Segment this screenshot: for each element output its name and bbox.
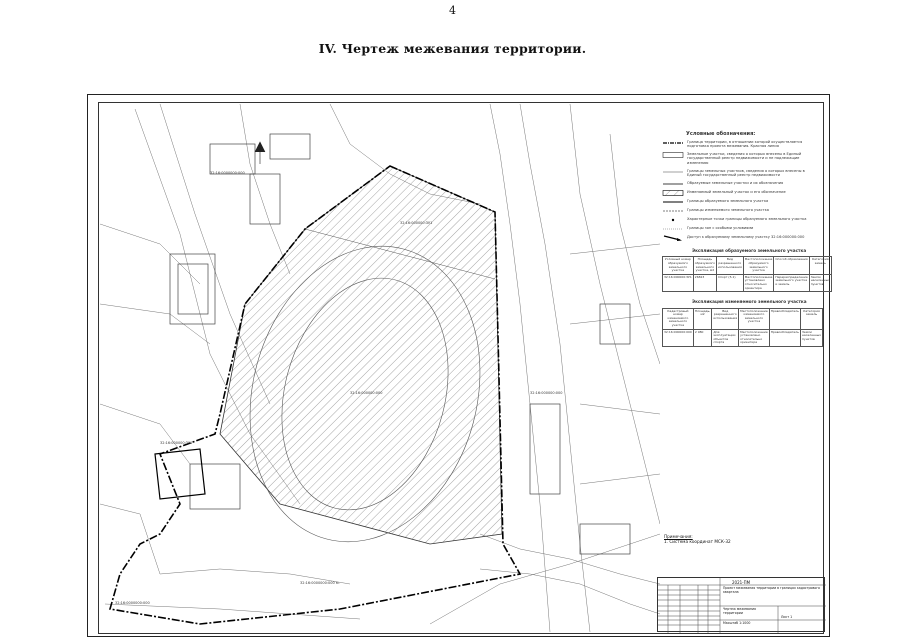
point-symbol-icon <box>662 217 684 223</box>
table-cell: Земли населенных пунктов <box>808 273 832 293</box>
boundary-line-symbol-icon <box>662 199 684 205</box>
territory-boundary <box>108 165 522 625</box>
table-cell: Для эксплуатации объектов спорта <box>711 328 740 348</box>
table-cell: Местоположение установлено относительно … <box>738 328 770 348</box>
table-header: Категория земель <box>808 256 832 275</box>
changed-parcel-symbol-icon <box>662 189 684 196</box>
table-row: 32:16:000000:000 2 980 Для эксплуатации … <box>662 328 824 348</box>
table-cell: Правообладатель <box>768 328 801 348</box>
svg-text:32:16:000000:ЗУ1: 32:16:000000:ЗУ1 <box>400 221 432 225</box>
table-header: Условный номер образуемого земельного уч… <box>662 256 694 275</box>
legend-panel: Условные обозначения: Граница территории… <box>662 130 832 560</box>
formed-parcel-table: Условный номер образуемого земельного уч… <box>662 256 832 293</box>
legend-title: Условные обозначения: <box>686 131 756 137</box>
table-cell: 32:16:000000:ЗУ1 <box>662 273 694 293</box>
sheet-number: Лист 1 <box>781 615 793 619</box>
stadium-track-outer <box>249 245 481 543</box>
zone-symbol-icon <box>662 226 684 232</box>
legend-item: Границы зон с особыми условиями <box>662 226 820 232</box>
table-header: Правообладатель <box>768 307 801 330</box>
map-labels: 32:16:000000:ЗУ1 32:16:000000:000 32:16:… <box>115 171 563 605</box>
table-header: Местоположение изменяемого земельного уч… <box>738 307 770 330</box>
sheet-name: Чертеж межевания территории <box>723 607 756 615</box>
legend-item-text: Изменяемый земельный участок и его обозн… <box>687 189 786 194</box>
legend-item: Доступ к образуемому земельному участку … <box>662 235 820 241</box>
legend-item-text: Образуемые земельные участки и их обозна… <box>687 180 784 185</box>
legend-item-text: Границы образуемого земельного участка <box>687 198 769 203</box>
legend-item-text: Характерные точки границы образуемого зе… <box>687 216 807 221</box>
svg-text:32:16:0000000:000: 32:16:0000000:000 <box>115 601 150 605</box>
legend-item-text: Земельные участки, сведения о которых вн… <box>687 151 802 165</box>
legend-item-text: Границы изменяемого земельного участка <box>687 207 769 212</box>
table-cell: 26823 <box>692 273 717 293</box>
table-header: Вид разрешенного использования <box>715 256 744 275</box>
table-cell: Местоположение установлено относительно … <box>742 273 775 293</box>
table-cell: Земли населенных пунктов <box>799 328 824 348</box>
legend-item: Изменяемый земельный участок и его обозн… <box>662 190 820 196</box>
legend-item: Образуемые земельные участки и их обозна… <box>662 181 820 187</box>
svg-text:32:16:000000:000: 32:16:000000:000 <box>350 391 383 395</box>
stadium-track-inner <box>281 277 449 511</box>
title-block: 2021-ПМ Проект межевания территории в гр… <box>657 577 826 633</box>
north-arrow-icon <box>254 141 266 164</box>
table-cell: 2 980 <box>692 328 713 348</box>
table-header: Кадастровый номер изменяемого земельного… <box>662 307 694 330</box>
legend-item-text: Доступ к образуемому земельному участку … <box>687 234 805 239</box>
legend-item: Границы образуемого земельного участка <box>662 199 820 205</box>
notes: Примечания: 1. Система координат МСК-32 <box>664 534 731 544</box>
parcel-label-symbol-icon <box>662 152 684 158</box>
legend-item: Граница территории, в отношении которой … <box>662 140 820 149</box>
scale-text: Масштаб 1:1000 <box>723 621 751 625</box>
table-cell: 32:16:000000:000 <box>662 328 694 348</box>
legend-item: Границы изменяемого земельного участка <box>662 208 820 214</box>
legend-item-text: Граница территории, в отношении которой … <box>687 139 803 149</box>
parcel-boundary-symbol-icon <box>662 169 684 175</box>
dashed-boundary-symbol-icon <box>662 208 684 214</box>
legend-item-text: Границы земельных участков, сведения о к… <box>687 168 805 178</box>
svg-text:32:16:000000:000: 32:16:000000:000 <box>530 391 563 395</box>
arrow-symbol-icon <box>662 235 684 241</box>
notes-label: Примечания: <box>664 534 693 539</box>
svg-text:32:16:0000000:000 м.: 32:16:0000000:000 м. <box>300 581 340 585</box>
page-title: IV. Чертеж межевания территории. <box>318 41 587 56</box>
table-header: Местоположение образуемого земельного уч… <box>742 256 775 275</box>
table-cell: Перераспределение земельного участка и з… <box>773 273 810 293</box>
table-header: Категория земель <box>799 307 824 330</box>
formed-table-title: Экспликация образуемого земельного участ… <box>692 247 807 253</box>
table-header: Площадь образуемого земельного участка, … <box>692 256 717 275</box>
legend-item: Границы земельных участков, сведения о к… <box>662 169 820 178</box>
changed-parcel-table: Кадастровый номер изменяемого земельного… <box>662 307 824 348</box>
changed-parcel <box>154 448 206 500</box>
notes-text: 1. Система координат МСК-32 <box>664 539 731 544</box>
table-header: Способ образования <box>773 256 810 275</box>
map-background-lines <box>100 104 660 632</box>
svg-text:32:16:0000000:000: 32:16:0000000:000 <box>210 171 245 175</box>
survey-map: 32:16:000000:ЗУ1 32:16:000000:000 32:16:… <box>100 104 660 632</box>
project-code: 2021-ПМ <box>732 580 751 585</box>
legend-item: Земельные участки, сведения о которых вн… <box>662 152 820 166</box>
formed-parcel-symbol-icon <box>662 181 684 187</box>
title-block-grid <box>658 578 826 633</box>
formed-parcel-hatched <box>219 165 503 545</box>
legend-item: Характерные точки границы образуемого зе… <box>662 217 820 223</box>
red-line-symbol-icon <box>662 140 684 146</box>
drawing-frame <box>98 102 824 634</box>
table-header: Площадь, м2 <box>692 307 713 330</box>
svg-text:32:16:000000:ЗУ1: 32:16:000000:ЗУ1 <box>160 441 192 445</box>
table-row: 32:16:000000:ЗУ1 26823 Спорт (5.1) Место… <box>662 273 832 293</box>
changed-table-title: Экспликация изменяемого земельного участ… <box>692 299 807 305</box>
buildings <box>169 133 631 555</box>
project-name: Проект межевания территории в границах к… <box>723 586 820 594</box>
page-number: 4 <box>449 4 456 17</box>
legend-item-text: Границы зон с особыми условиями <box>687 225 754 230</box>
table-header: Вид разрешенного использования <box>711 307 740 330</box>
table-cell: Спорт (5.1) <box>715 273 744 293</box>
